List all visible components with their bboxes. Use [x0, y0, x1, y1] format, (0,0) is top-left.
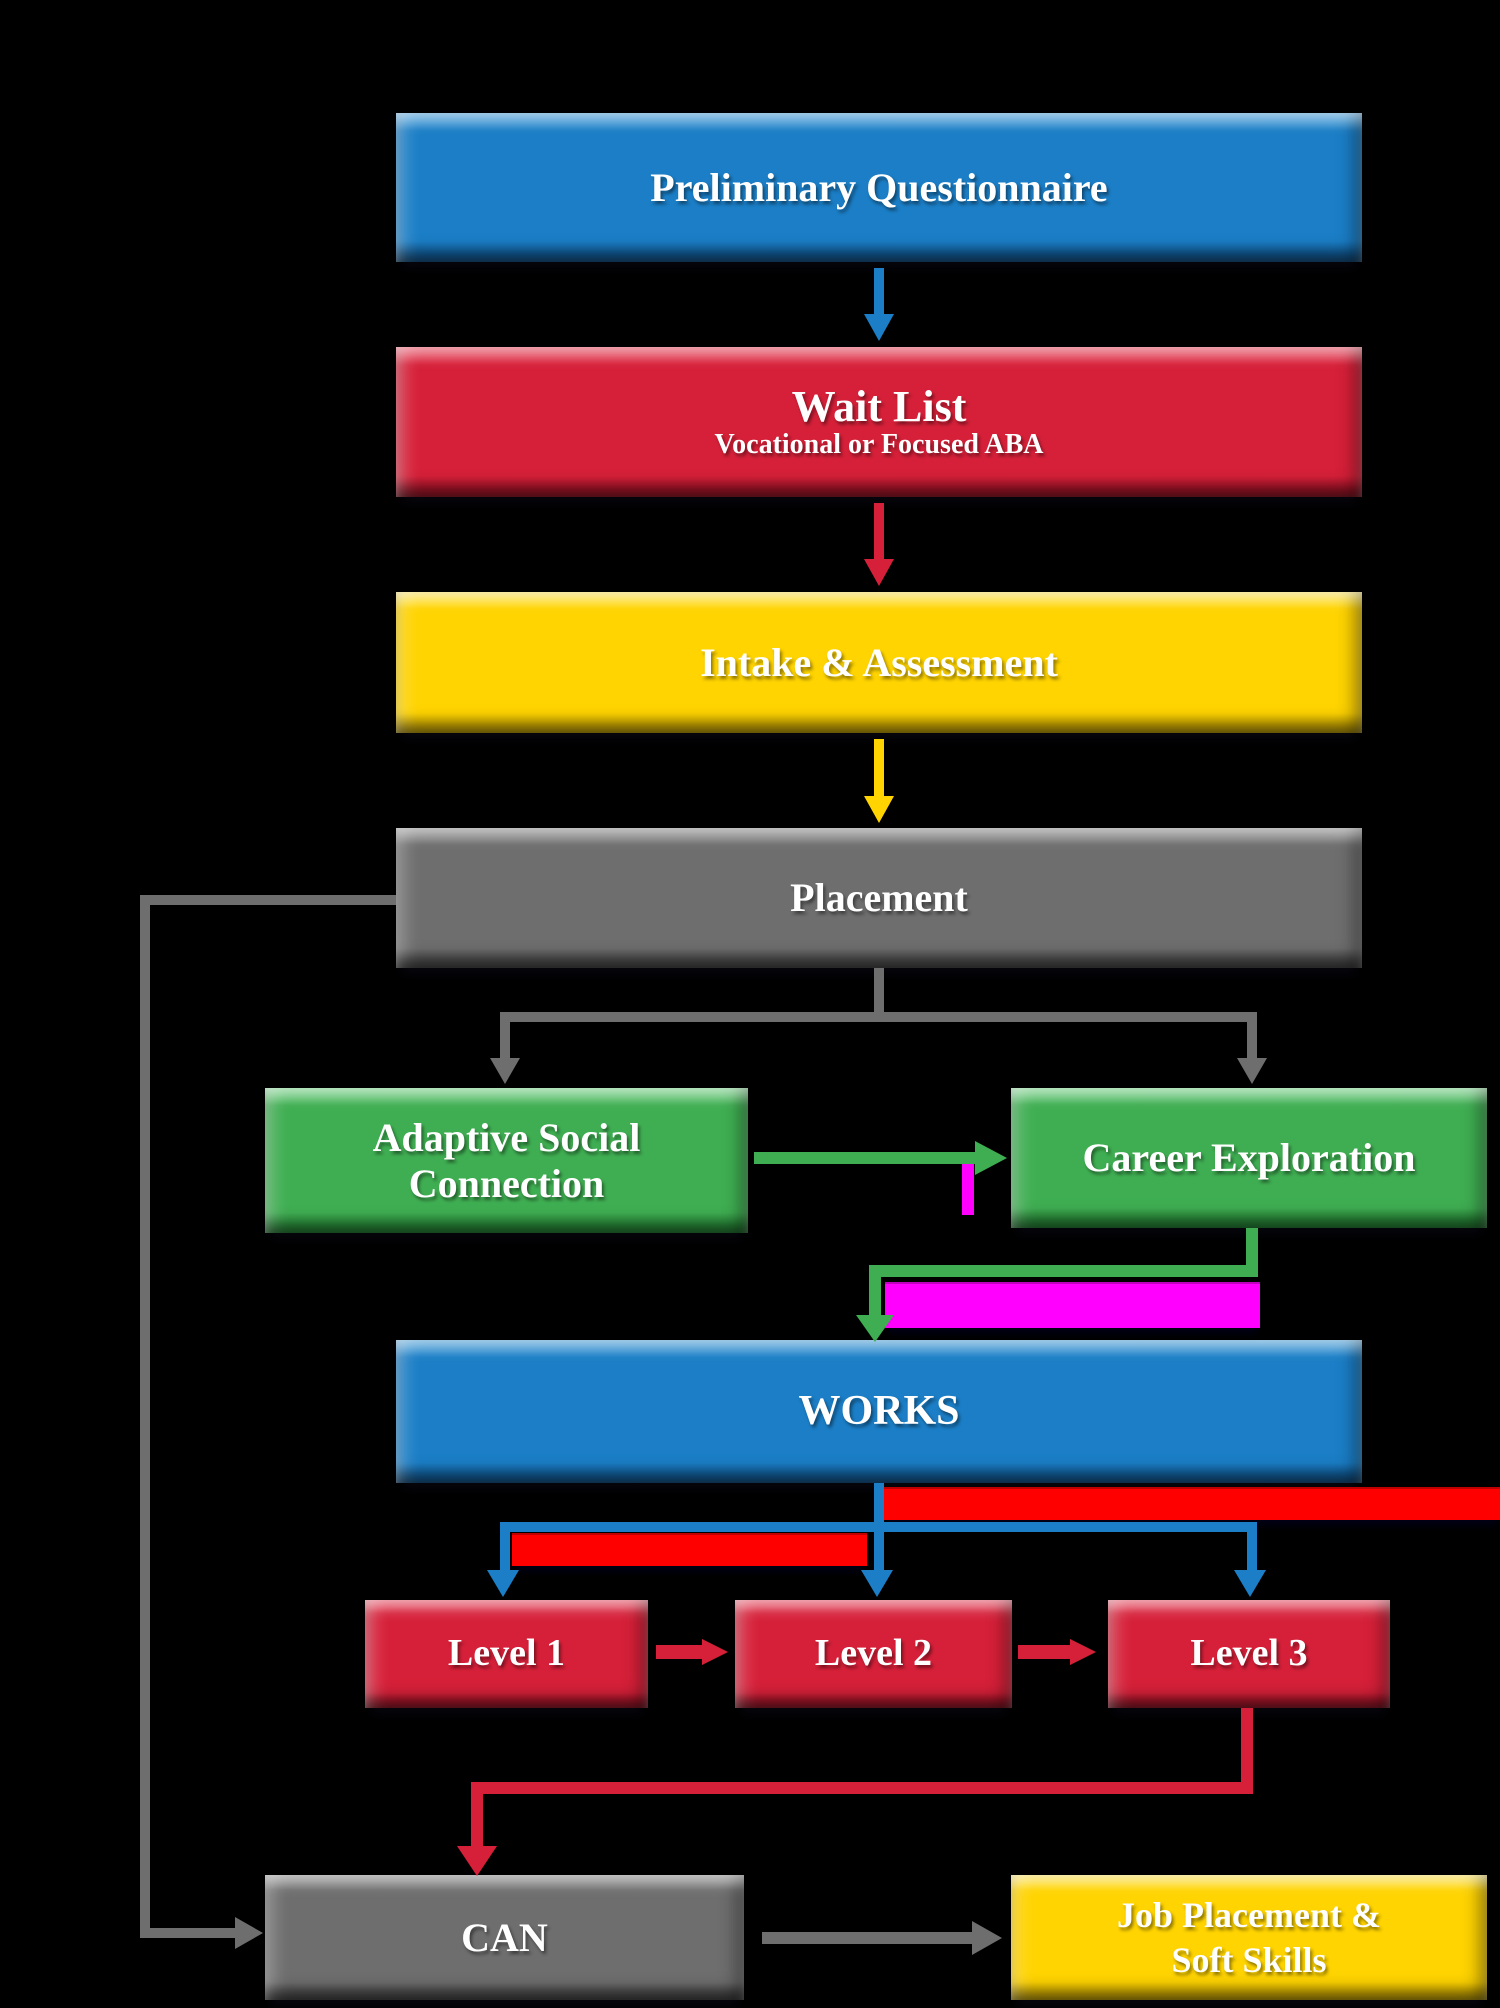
arrow-career-to-works-shaft [869, 1277, 881, 1315]
arrow-intake-to-placement-shaft [874, 739, 884, 796]
node-can: CAN [265, 1875, 744, 2000]
node-label: Preliminary Questionnaire [650, 164, 1108, 210]
arrow-level1-to-level2-shaft [656, 1645, 702, 1659]
node-level-2: Level 2 [735, 1600, 1012, 1708]
node-label: WORKS [798, 1388, 960, 1435]
node-adaptive-social-connection: Adaptive Social Connection [265, 1088, 748, 1233]
arrow-works-to-level2-head [861, 1570, 893, 1597]
line-placement-to-can-vertical-segment [140, 895, 150, 1938]
magenta-fragment-under-green-arrow [962, 1158, 974, 1215]
branch-placement-stem [874, 968, 884, 1017]
node-label-line1: Job Placement & [1117, 1894, 1381, 1935]
branch-placement-horizontal-line [500, 1012, 1257, 1022]
arrow-waitlist-to-intake-head [864, 559, 894, 586]
node-label-line2: Connection [408, 1160, 605, 1206]
red-bar-wide [882, 1487, 1500, 1520]
node-label-line2: Soft Skills [1171, 1939, 1327, 1980]
arrow-adaptive-to-career-shaft [754, 1152, 975, 1164]
node-label: Level 2 [814, 1632, 933, 1675]
arrow-placement-to-adaptive-shaft [500, 1022, 510, 1058]
node-level-1: Level 1 [365, 1600, 648, 1708]
node-job-placement-soft-skills: Job Placement & Soft Skills [1011, 1875, 1487, 2000]
node-works: WORKS [396, 1340, 1362, 1483]
arrow-preliminary-to-waitlist-shaft [874, 268, 884, 314]
node-placement: Placement [396, 828, 1362, 968]
arrow-works-to-level2-shaft [874, 1483, 884, 1570]
arrow-works-to-level3-head [1234, 1570, 1266, 1597]
node-label: Placement [790, 875, 968, 920]
node-label: Intake & Assessment [700, 639, 1058, 685]
node-intake-assessment: Intake & Assessment [396, 592, 1362, 733]
node-preliminary-questionnaire: Preliminary Questionnaire [396, 113, 1362, 262]
arrow-works-to-level1-shaft [500, 1532, 510, 1570]
node-label: CAN [461, 1914, 548, 1960]
red-bar-short [512, 1533, 867, 1566]
arrow-waitlist-to-intake-shaft [874, 503, 884, 559]
arrow-placement-to-career-head [1237, 1058, 1267, 1084]
arrow-works-to-level3-shaft [1247, 1532, 1257, 1570]
arrow-can-to-job-head [972, 1921, 1002, 1955]
arrow-career-to-works-horizontal-segment [869, 1265, 1258, 1277]
node-label: Level 1 [447, 1632, 566, 1675]
arrow-placement-to-adaptive-head [490, 1058, 520, 1084]
arrow-adaptive-to-career-head [975, 1141, 1007, 1175]
node-wait-list: Wait List Vocational or Focused ABA [396, 347, 1362, 497]
arrow-works-to-level1-head [487, 1570, 519, 1597]
arrow-intake-to-placement-head [864, 796, 894, 823]
magenta-bar [885, 1282, 1260, 1328]
arrow-career-to-works-down-segment [1246, 1228, 1258, 1277]
arrow-placement-to-can-shaft [150, 1928, 235, 1938]
arrow-level3-to-can-shaft [471, 1794, 483, 1846]
arrow-preliminary-to-waitlist-head [864, 314, 894, 341]
arrow-level3-to-can-horizontal-segment [471, 1782, 1253, 1794]
arrow-can-to-job-shaft [762, 1932, 972, 1944]
node-label-line1: Adaptive Social [372, 1114, 641, 1160]
arrow-career-to-works-head [856, 1315, 894, 1342]
node-level-3: Level 3 [1108, 1600, 1390, 1708]
line-placement-to-can-top-segment [140, 895, 396, 905]
arrow-level3-to-can-down-segment [1241, 1708, 1253, 1788]
node-sublabel: Vocational or Focused ABA [714, 428, 1044, 460]
arrow-level2-to-level3-head [1070, 1639, 1096, 1665]
node-label: Wait List [791, 381, 967, 431]
arrow-level2-to-level3-shaft [1018, 1645, 1070, 1659]
node-label: Career Exploration [1082, 1135, 1416, 1180]
node-career-exploration: Career Exploration [1011, 1088, 1487, 1228]
arrow-placement-to-career-shaft [1247, 1022, 1257, 1058]
arrow-placement-to-can-head [235, 1917, 263, 1949]
node-label: Level 3 [1190, 1632, 1308, 1675]
arrow-level3-to-can-head [457, 1846, 497, 1876]
arrow-level1-to-level2-head [702, 1639, 728, 1665]
